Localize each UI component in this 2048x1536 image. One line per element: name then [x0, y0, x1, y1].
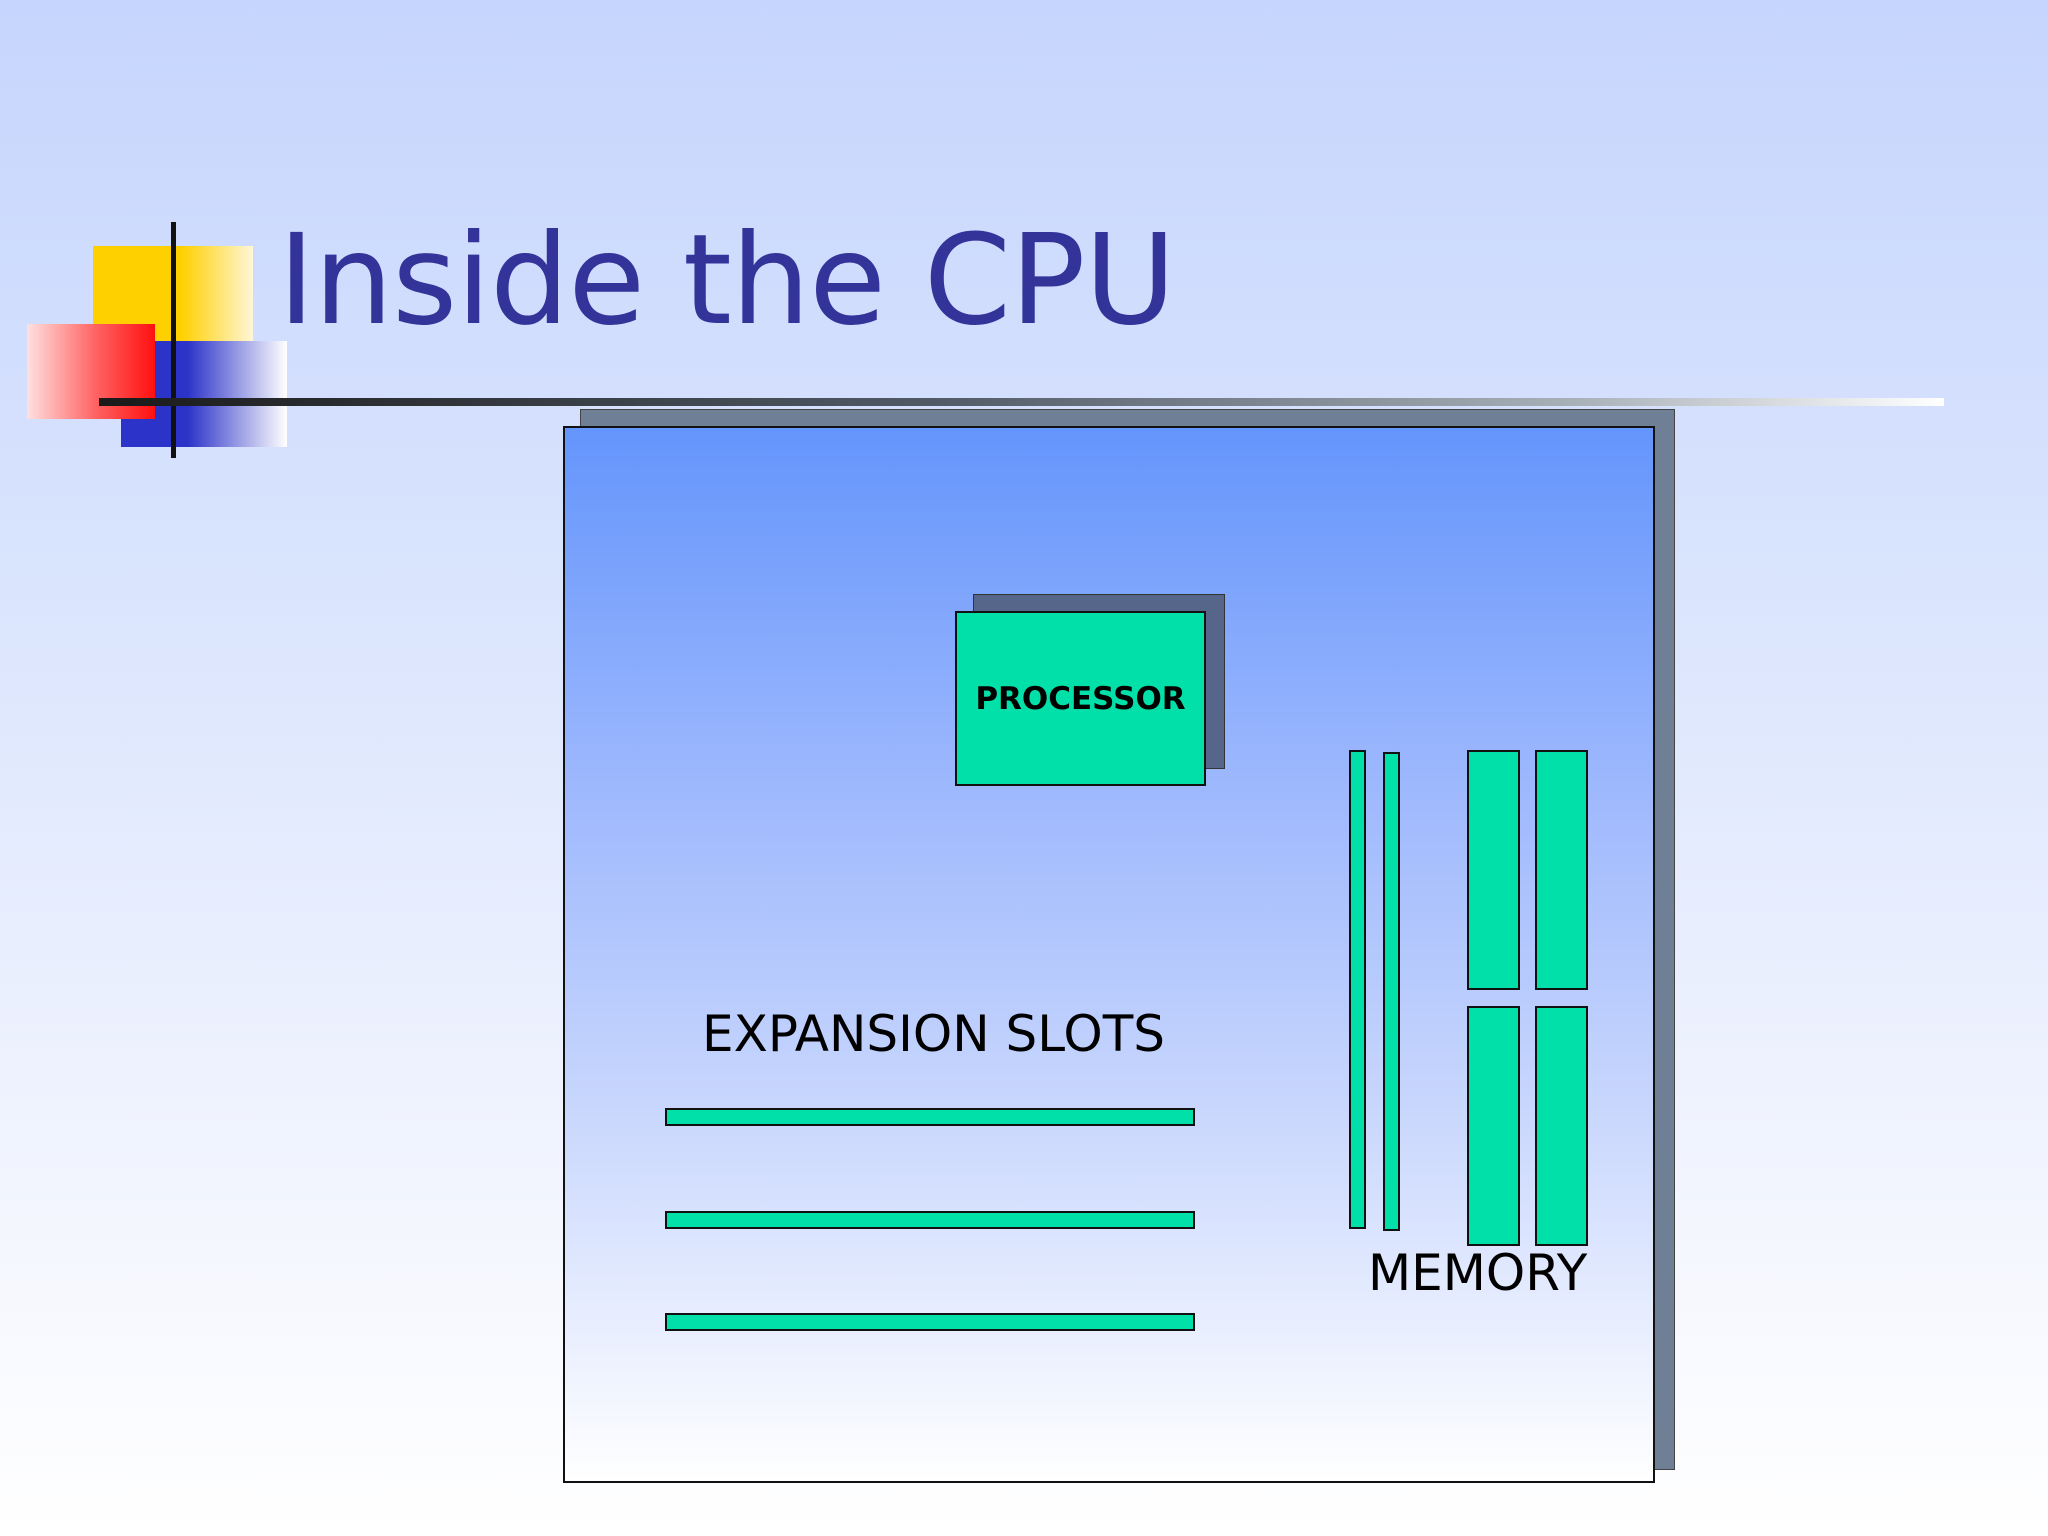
expansion-slot [665, 1211, 1195, 1229]
expansion-slot [665, 1313, 1195, 1331]
processor-chip: PROCESSOR [955, 611, 1206, 786]
expansion-slot [665, 1108, 1195, 1126]
slide-logo [0, 0, 300, 480]
memory-thin-module [1383, 752, 1400, 1231]
memory-block [1467, 750, 1520, 990]
memory-block [1467, 1006, 1520, 1246]
memory-block [1535, 1006, 1588, 1246]
memory-block [1535, 750, 1588, 990]
memory-label: MEMORY [1368, 1244, 1588, 1302]
logo-vertical-line [171, 222, 176, 458]
title-underline [99, 398, 1944, 406]
expansion-slots-label: EXPANSION SLOTS [702, 1005, 1165, 1063]
processor-label: PROCESSOR [975, 680, 1186, 717]
memory-thin-module [1349, 750, 1366, 1229]
slide-title: Inside the CPU [278, 208, 1176, 353]
